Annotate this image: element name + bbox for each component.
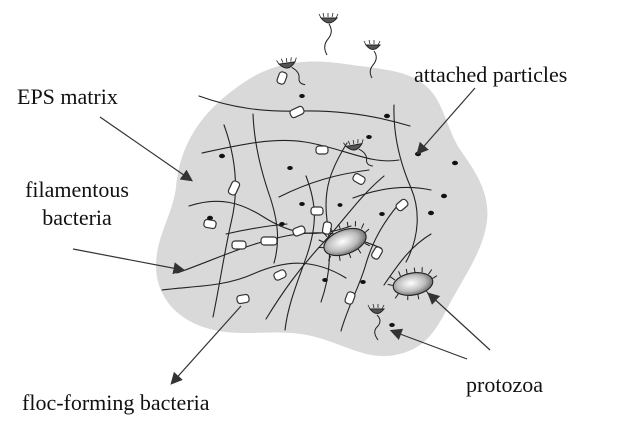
attached-particles-label: attached particles <box>414 61 567 89</box>
rod-bacterium <box>322 221 332 234</box>
rod-bacterium <box>203 219 216 229</box>
rod-bacterium <box>311 207 323 215</box>
rod-bacterium <box>316 146 328 154</box>
floc-forming-bacteria-label: floc-forming bacteria <box>22 389 210 417</box>
filamentous-bacteria-label: filamentous bacteria <box>14 176 140 231</box>
rod-bacterium <box>232 241 246 249</box>
eps-matrix-arrow <box>100 117 191 180</box>
protozoa-label: protozoa <box>466 371 543 399</box>
rod-bacterium <box>236 294 249 304</box>
eps-matrix-label: EPS matrix <box>17 83 118 111</box>
flagellate-protozoa-icon <box>319 13 338 55</box>
rod-bacterium <box>261 237 277 245</box>
